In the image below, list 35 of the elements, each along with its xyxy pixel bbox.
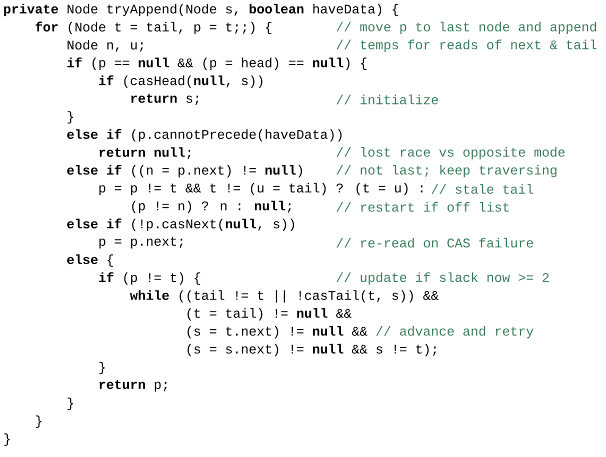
code-comment: // restart if off list (336, 202, 509, 212)
code-line: Node n, u; (68, 40, 143, 52)
code-line: } (36, 416, 42, 428)
code-line: } (4, 433, 10, 446)
code-comment: // update if slack now >= 2 (336, 272, 549, 285)
code-comment: // re-read on CAS failure (336, 238, 533, 248)
code-line: (s = s.next) != null && s != t); (188, 344, 436, 356)
code-line: for (Node t = tail, p = t;;) { (36, 22, 272, 34)
code-line: (s = t.next) != null && (188, 326, 368, 338)
code-line: (t = tail) != null && (188, 308, 352, 320)
code-line: (p != n) ? n : null; (132, 200, 291, 214)
code-line: else if (p.cannotPrecede(haveData)) (67, 129, 342, 142)
code-comment: // stale tail (432, 184, 534, 194)
code-comment: // move p to last node and append (336, 22, 596, 34)
code-comment: // initialize (336, 94, 438, 104)
code-line: private Node tryAppend(Node s, boolean haveData) { (4, 4, 398, 16)
code-comment: // lost race vs opposite mode (336, 147, 565, 160)
code-comment: // not last; keep traversing (336, 164, 556, 178)
code-line: else if ((n = p.next) != null) (67, 164, 302, 178)
code-line: if (casHead(null, s)) (99, 75, 262, 88)
code-line: while ((tail != t || !casTail(t, s)) && (130, 290, 439, 303)
code-line: else if (!p.casNext(null, s)) (67, 218, 294, 232)
code-line: if (p == null && (p = head) == null) { (67, 57, 366, 70)
code-line: if (p != t) { (99, 272, 200, 285)
code-line: else { (67, 254, 113, 267)
code-line: return null; (100, 147, 190, 160)
code-comment: // advance and retry (376, 326, 534, 338)
code-line: return p; (100, 380, 167, 392)
code-line: p = p.next; (99, 236, 182, 248)
code-comment: // temps for reads of next & tail (336, 40, 596, 52)
code-line: p = p != t && t != (u = tail) ? (t = u) : (99, 182, 422, 196)
code-line: } (68, 398, 74, 410)
code-line: } (68, 111, 74, 124)
code-line: } (99, 362, 105, 374)
code-line: return s; (131, 94, 198, 106)
